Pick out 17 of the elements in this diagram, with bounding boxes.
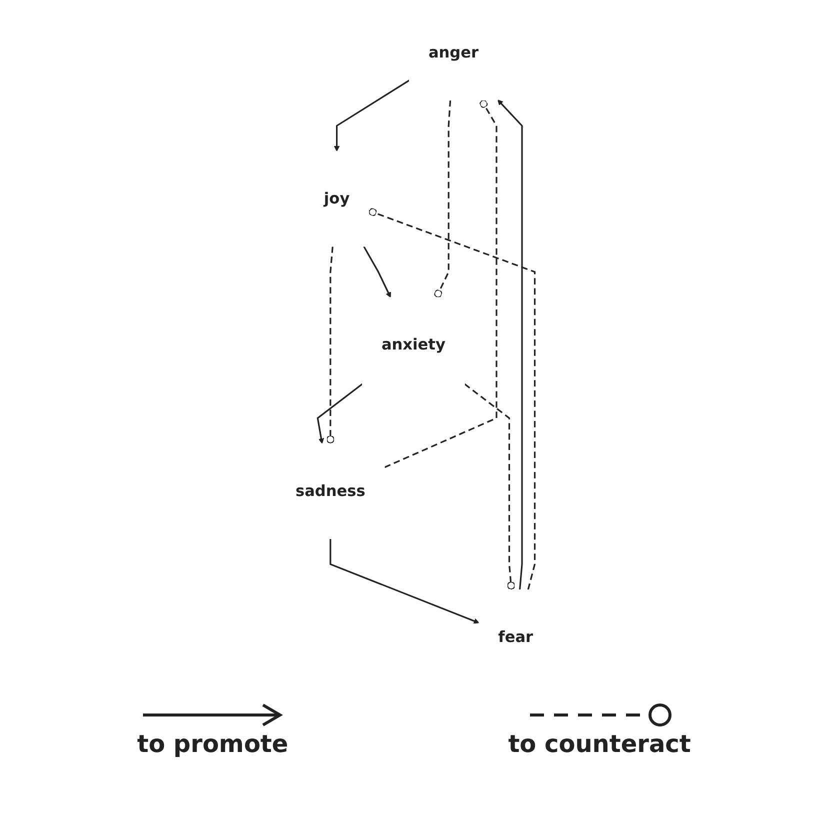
- connector: [326, 246, 334, 444]
- legend-text: to promote: [137, 730, 288, 758]
- connector: [464, 383, 515, 590]
- connector: [434, 100, 451, 298]
- node-text: joy: [324, 190, 350, 208]
- node-text: anxiety: [381, 336, 446, 354]
- arrow: [362, 246, 391, 298]
- connector: [368, 208, 536, 590]
- legend-text: to counteract: [508, 730, 691, 758]
- node-text: anger: [428, 44, 478, 62]
- connector: [384, 100, 498, 468]
- node-text: sadness: [295, 482, 366, 500]
- arrow: [334, 80, 410, 152]
- node-text: fear: [498, 628, 533, 646]
- arrow: [329, 538, 479, 624]
- arrow: [497, 100, 523, 590]
- arrow: [316, 383, 363, 444]
